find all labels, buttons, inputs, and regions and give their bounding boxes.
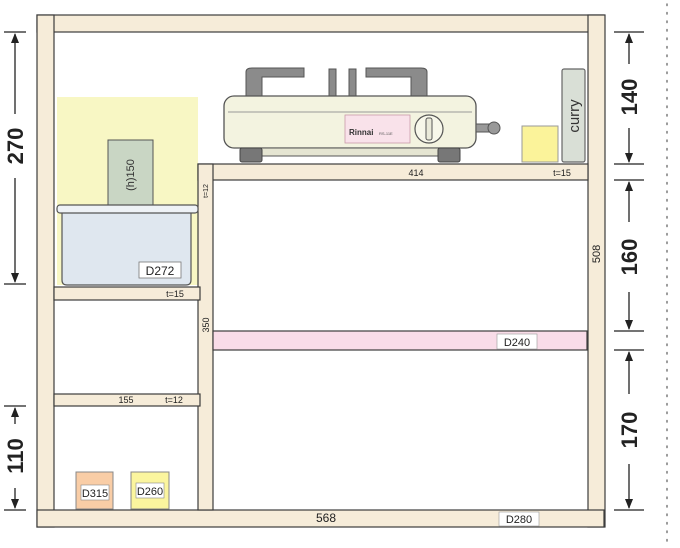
bottom-board	[36, 509, 605, 528]
bin-depth-label: D272	[146, 264, 175, 278]
left-lower-shelf	[53, 393, 201, 407]
arrow-down-icon	[625, 499, 633, 509]
lower-shelf-thickness-label: t=12	[165, 395, 183, 405]
bin-depth-tag	[138, 261, 182, 279]
lower-shelf-width-label: 155	[118, 395, 133, 405]
grate-post-icon	[348, 68, 357, 99]
shelf-height-label: 350	[201, 317, 211, 332]
pink-bar	[212, 330, 588, 351]
stove-foot-icon	[437, 147, 461, 163]
top-board	[36, 14, 605, 33]
stove-brand: Rinnai	[349, 128, 373, 137]
grate-post-icon	[328, 68, 337, 99]
arrow-up-icon	[625, 33, 633, 43]
arrow-up-icon	[11, 407, 19, 417]
pink-bar-depth-label: D240	[504, 337, 530, 349]
box-height-label: (h)150	[125, 159, 137, 191]
gas-nozzle-tip-icon	[487, 121, 501, 135]
right-top-dimension: 140	[617, 79, 642, 116]
yellow-cube	[521, 125, 559, 163]
inner-height-label: 508	[591, 245, 603, 263]
stove-base	[257, 147, 447, 157]
stove-knob-grip	[425, 117, 433, 141]
right-bottom-dimension: 170	[617, 412, 642, 449]
left-dimensions	[4, 31, 26, 511]
left-bottom-dimension: 110	[3, 438, 28, 474]
left-shelf-thickness-label: t=15	[166, 289, 184, 299]
curry-box	[561, 68, 586, 163]
arrow-up-icon	[625, 181, 633, 191]
arrow-down-icon	[11, 273, 19, 283]
gas-stove: Rinnai RS-11E	[223, 67, 501, 163]
grate-right-icon	[365, 67, 428, 99]
item-b-label: D260	[137, 486, 163, 498]
bottom-depth-label: D280	[506, 514, 532, 526]
bottom-depth-tag	[498, 511, 540, 527]
bottom-width-label: 568	[316, 511, 336, 525]
control-panel	[344, 114, 411, 144]
right-dimensions	[614, 31, 644, 511]
item-a-label: D315	[82, 488, 108, 500]
vertical-divider	[197, 163, 214, 511]
left-top-dimension: 270	[3, 128, 28, 165]
right-middle-dimension: 160	[617, 239, 642, 276]
top-shelf-thickness-label: t=15	[553, 168, 571, 178]
grate-left-icon	[245, 67, 305, 99]
stove-model: RS-11E	[379, 131, 393, 136]
cabinet-frame	[36, 14, 606, 528]
stove-foot-icon	[239, 147, 263, 163]
pink-bar-tag	[496, 333, 538, 350]
arrow-up-icon	[625, 351, 633, 361]
arrow-up-icon	[11, 33, 19, 43]
divider-thickness-label: t=12	[203, 184, 210, 198]
curry-label: curry	[566, 99, 583, 133]
top-shelf	[197, 163, 589, 181]
left-side-board	[36, 14, 55, 528]
item-a-tag	[80, 484, 110, 501]
left-upper-shelf	[53, 286, 201, 301]
storage-bin-rim	[56, 204, 199, 214]
right-side-board	[587, 14, 606, 528]
tall-box	[107, 139, 154, 209]
arrow-down-icon	[11, 499, 19, 509]
arrow-down-icon	[625, 153, 633, 163]
arrow-down-icon	[625, 320, 633, 330]
item-b-tag	[135, 482, 165, 499]
top-shelf-width-label: 414	[408, 168, 423, 178]
